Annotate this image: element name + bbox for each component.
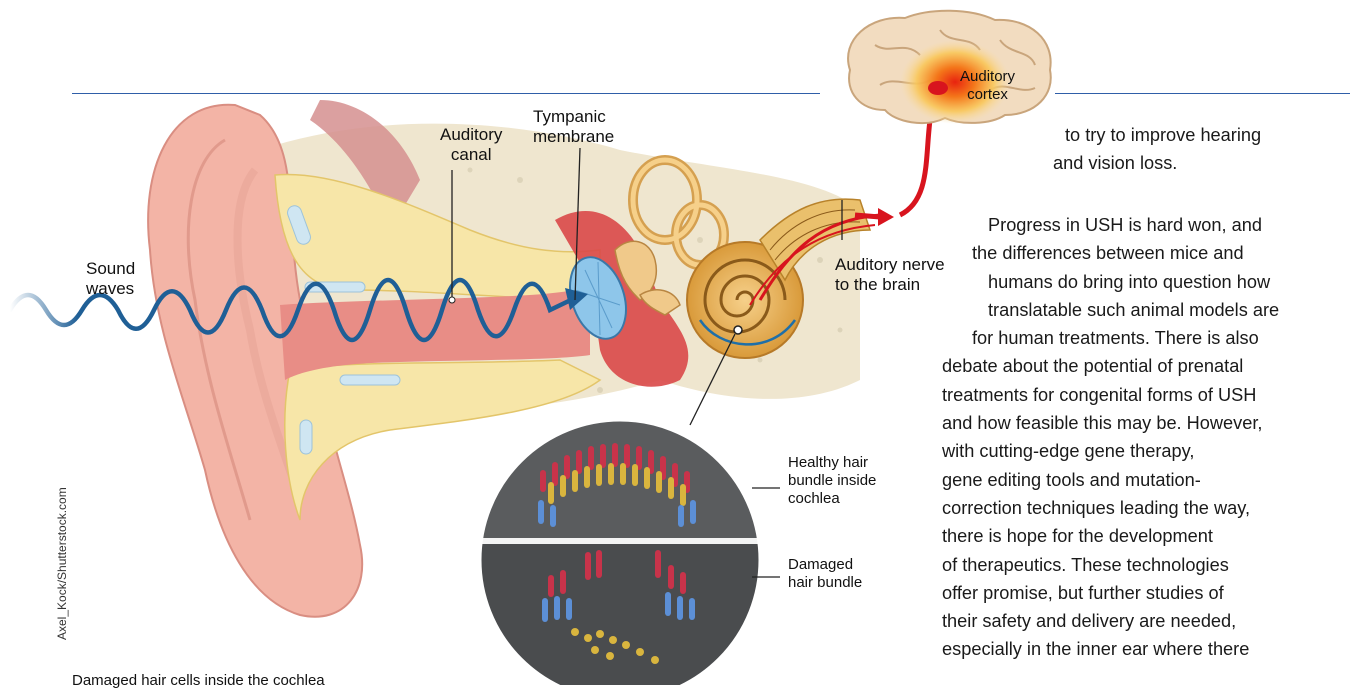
paragraph-line: offer promise, but further studies of — [942, 579, 1279, 607]
paragraph-line: gene editing tools and mutation- — [942, 466, 1279, 494]
figure-caption: Damaged hair cells inside the cochlea — [72, 672, 325, 689]
paragraph-line: for human treatments. There is also — [972, 324, 1279, 352]
paragraph-line: especially in the inner ear where there — [942, 635, 1279, 663]
intro-line: and vision loss. — [1053, 149, 1261, 177]
sound-waves-label: Sound waves — [86, 259, 135, 299]
body-paragraph: Progress in USH is hard won, and the dif… — [942, 211, 1279, 664]
healthy-bundle-label-line3: cochlea — [788, 490, 876, 508]
paragraph-line: Progress in USH is hard won, and — [988, 211, 1279, 239]
auditory-cortex-label-line1: Auditory — [960, 68, 1015, 86]
auditory-canal-label: Auditory canal — [440, 125, 502, 165]
sound-waves-label-line1: Sound — [86, 259, 135, 279]
auditory-cortex-label: Auditory cortex — [960, 68, 1015, 104]
image-credit: Axel_Kock/Shutterstock.com — [55, 487, 69, 640]
paragraph-line: humans do bring into question how — [988, 268, 1279, 296]
paragraph-line: their safety and delivery are needed, — [942, 607, 1279, 635]
healthy-bundle-label-line1: Healthy hair — [788, 454, 876, 472]
paragraph-line: the differences between mice and — [972, 239, 1279, 267]
auditory-nerve-label-line1: Auditory nerve — [835, 255, 945, 275]
healthy-bundle-label-line2: bundle inside — [788, 472, 876, 490]
paragraph-line: debate about the potential of prenatal — [942, 352, 1279, 380]
auditory-canal-label-line1: Auditory — [440, 125, 502, 145]
tympanic-membrane-label: Tympanic membrane — [533, 107, 614, 147]
auditory-nerve-label-line2: to the brain — [835, 275, 945, 295]
auditory-cortex-label-line2: cortex — [960, 86, 1015, 104]
paragraph-line: of therapeutics. These technologies — [942, 551, 1279, 579]
intro-line: to try to improve hearing — [1065, 121, 1261, 149]
paragraph-line: treatments for congenital forms of USH — [942, 381, 1279, 409]
nerve-signal-arrow — [855, 215, 880, 217]
healthy-bundle-label: Healthy hair bundle inside cochlea — [788, 454, 876, 508]
paragraph-line: correction techniques leading the way, — [942, 494, 1279, 522]
paragraph-line: and how feasible this may be. However, — [942, 409, 1279, 437]
damaged-bundle-label-line1: Damaged — [788, 556, 862, 574]
intro-text: to try to improve hearing and vision los… — [1065, 121, 1261, 178]
auditory-nerve-label: Auditory nerve to the brain — [835, 255, 945, 295]
paragraph-line: with cutting-edge gene therapy, — [942, 437, 1279, 465]
tympanic-membrane-label-line2: membrane — [533, 127, 614, 147]
paragraph-line: translatable such animal models are — [988, 296, 1279, 324]
damaged-bundle-label: Damaged hair bundle — [788, 556, 862, 592]
auditory-canal-label-line2: canal — [440, 145, 502, 165]
sound-waves-label-line2: waves — [86, 279, 135, 299]
tympanic-membrane-label-line1: Tympanic — [533, 107, 614, 127]
paragraph-line: there is hope for the development — [942, 522, 1279, 550]
damaged-bundle-label-line2: hair bundle — [788, 574, 862, 592]
